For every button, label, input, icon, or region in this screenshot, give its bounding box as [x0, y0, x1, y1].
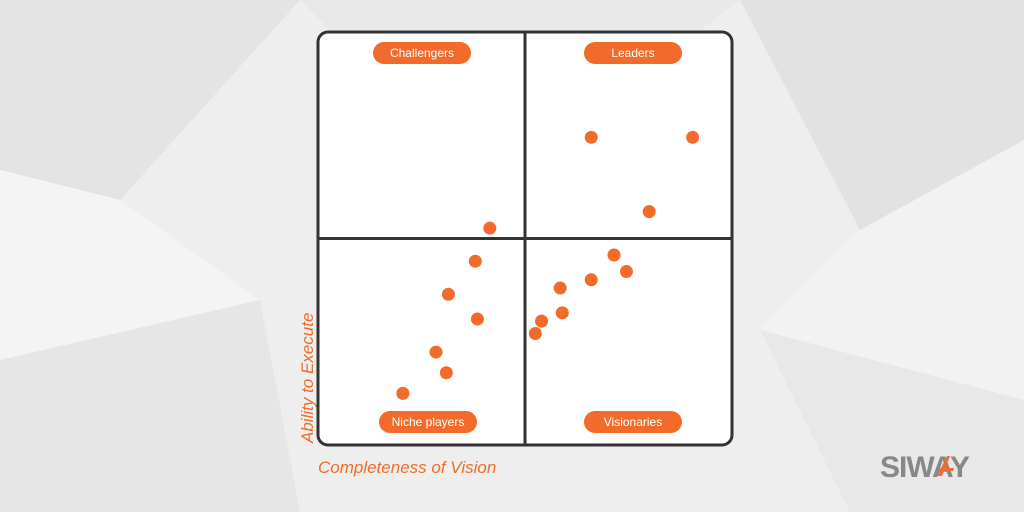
quadrant-label-niche-players: Niche players	[392, 415, 465, 429]
data-point-16	[439, 366, 453, 380]
quadrant-pill-niche-players	[379, 411, 477, 433]
data-point-13	[535, 314, 549, 328]
siway-logo: SIWAY	[880, 451, 971, 482]
data-point-14	[528, 326, 542, 340]
data-point-9	[553, 281, 567, 295]
data-point-2	[686, 130, 700, 144]
data-point-11	[470, 312, 484, 326]
data-point-1	[584, 130, 598, 144]
quadrant-label-challengers: Challengers	[390, 46, 454, 60]
data-point-4	[483, 221, 497, 235]
svg-text:SIWAY: SIWAY	[880, 451, 970, 482]
data-point-7	[619, 265, 633, 279]
x-axis-label: Completeness of Vision	[318, 458, 497, 477]
data-point-10	[441, 287, 455, 301]
quadrant-label-leaders: Leaders	[611, 46, 654, 60]
data-point-6	[607, 248, 621, 262]
data-point-3	[642, 205, 656, 219]
data-point-12	[555, 306, 569, 320]
quadrant-label-visionaries: Visionaries	[604, 415, 662, 429]
data-point-8	[584, 273, 598, 287]
quadrant-pill-visionaries	[584, 411, 682, 433]
quadrant-pill-leaders	[584, 42, 682, 64]
quadrant-pill-challengers	[373, 42, 471, 64]
data-point-17	[396, 386, 410, 400]
y-axis-label: Ability to Execute	[298, 312, 317, 443]
data-points	[396, 130, 700, 400]
data-point-5	[468, 254, 482, 268]
data-point-15	[429, 345, 443, 359]
